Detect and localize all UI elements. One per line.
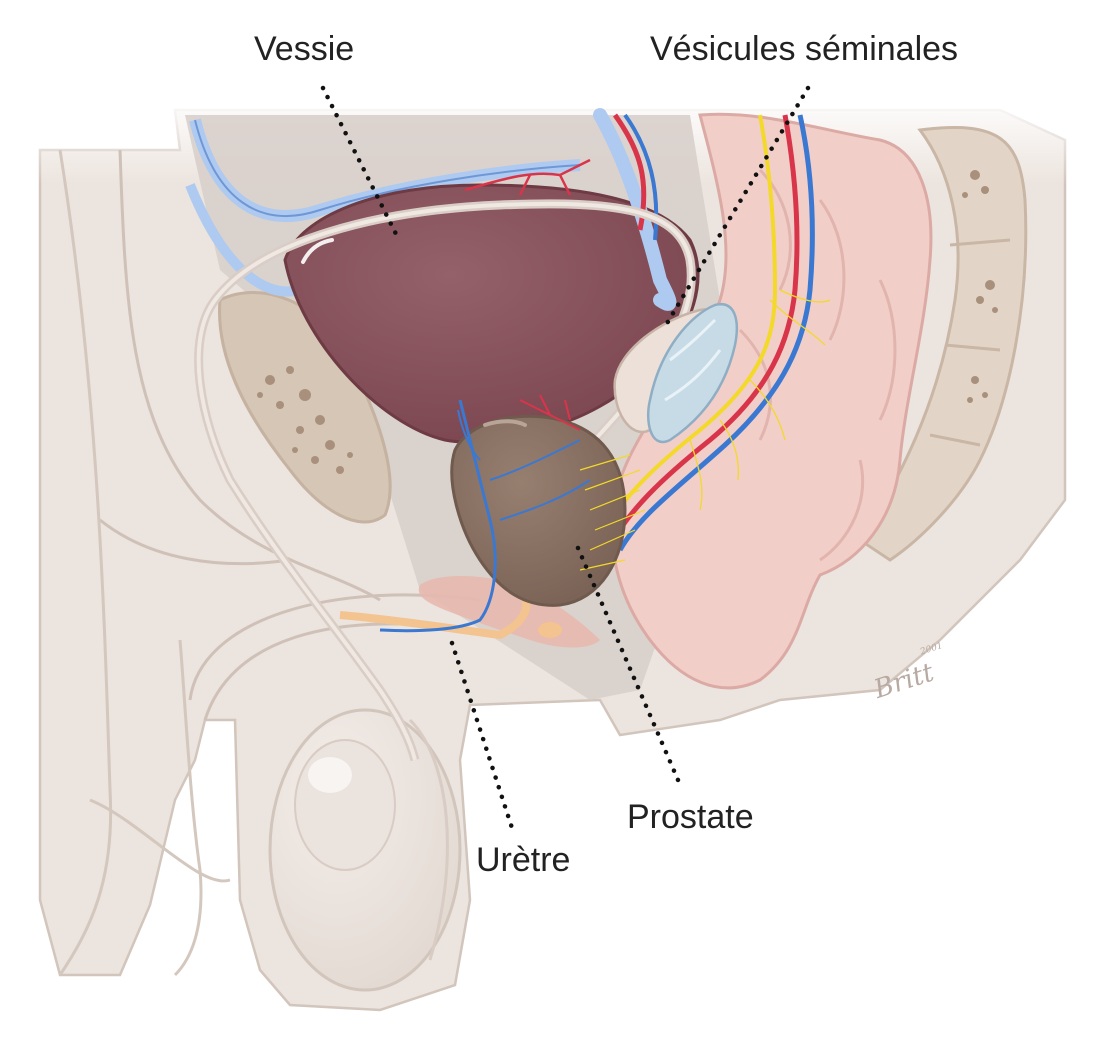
penis-outline xyxy=(58,149,231,977)
nerve-fibers xyxy=(689,289,831,511)
label-urethra: Urètre xyxy=(476,841,570,879)
testis xyxy=(268,708,462,992)
vas-deferens xyxy=(194,199,696,762)
leader-line-prostate xyxy=(575,545,681,783)
label-seminal-vesicles: Vésicules séminales xyxy=(650,30,958,68)
urethra-tissue xyxy=(339,575,600,648)
sacrum xyxy=(857,126,1028,562)
leader-lines xyxy=(320,85,811,831)
leader-line-seminal-vesicles xyxy=(660,85,811,333)
labels: Vessie Vésicules séminales Prostate Urèt… xyxy=(254,30,958,879)
leader-line-urethra xyxy=(449,640,515,831)
label-bladder: Vessie xyxy=(254,30,354,68)
label-prostate: Prostate xyxy=(627,798,754,836)
leader-line-bladder xyxy=(320,85,401,241)
seminal-vesicles xyxy=(613,302,739,444)
